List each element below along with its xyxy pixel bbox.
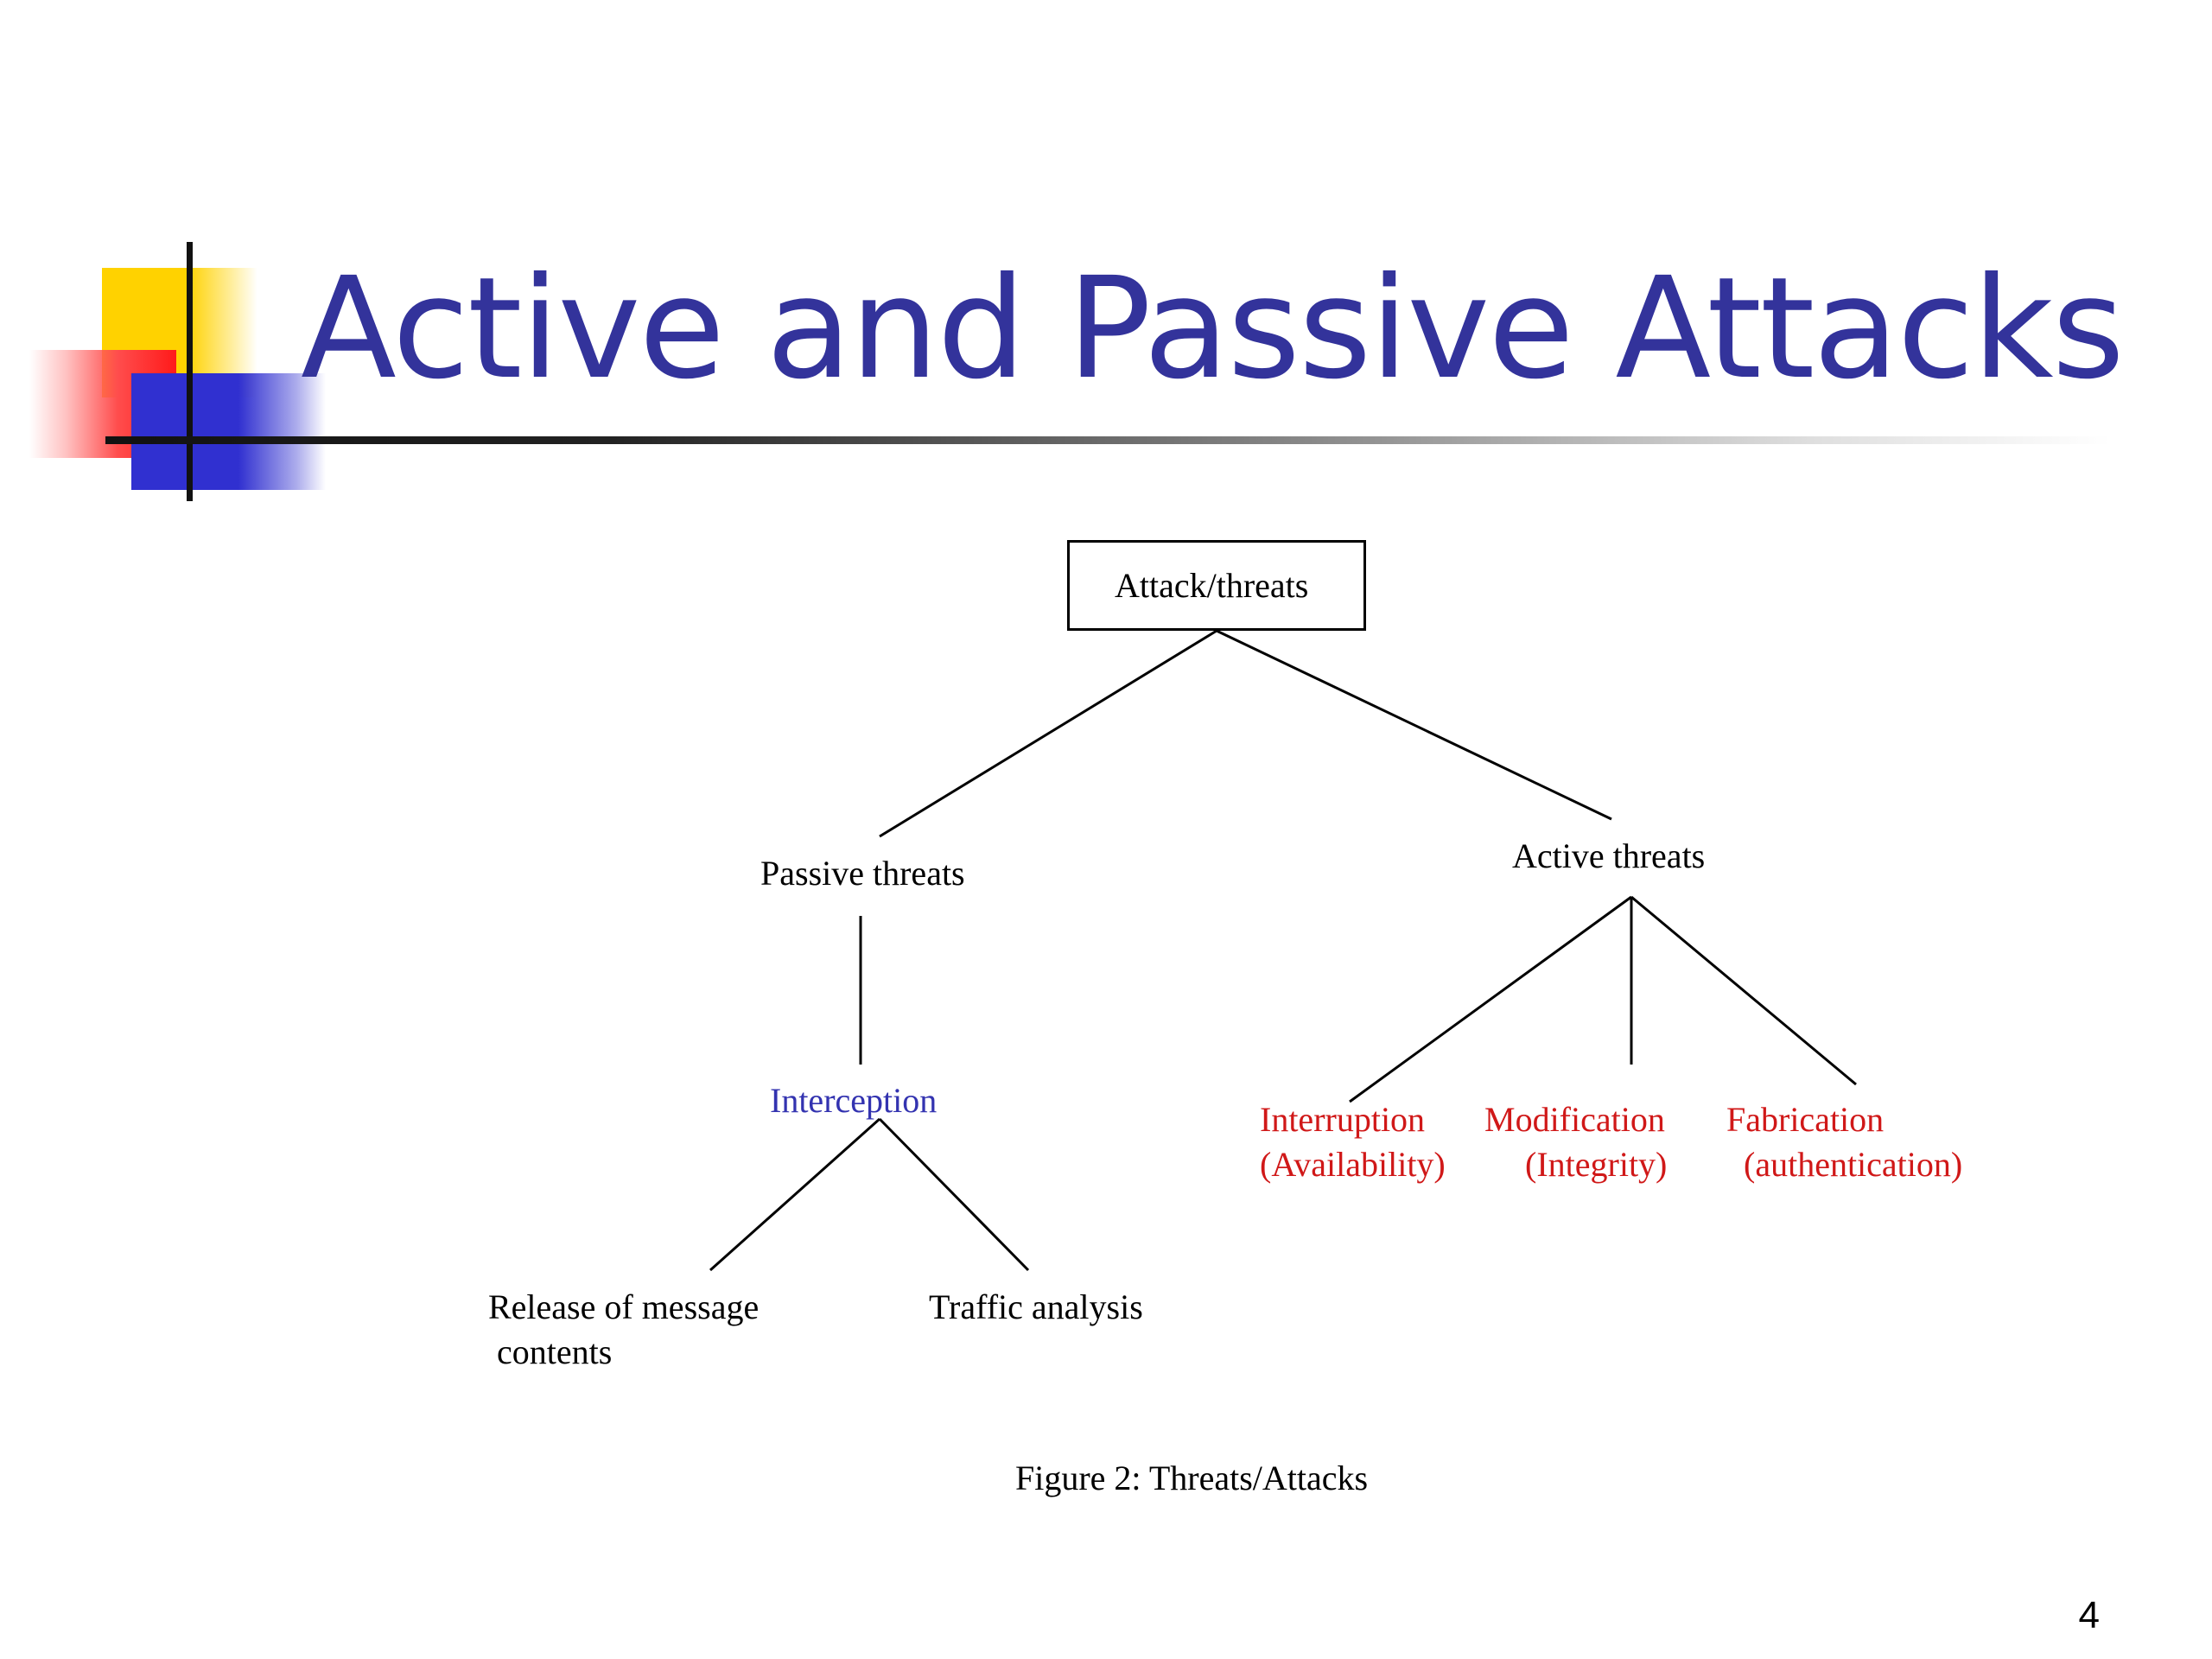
authentication-label: (authentication) (1744, 1145, 1963, 1184)
release-label-line1: Release of message (488, 1287, 760, 1326)
availability-label: (Availability) (1260, 1145, 1446, 1184)
edge-root-passive (879, 629, 1217, 838)
release-label-line2: contents (497, 1332, 613, 1371)
interception-label: Interception (770, 1081, 938, 1120)
fabrication-label: Fabrication (1726, 1100, 1885, 1139)
root-node-label: Attack/threats (1115, 566, 1309, 605)
edge-active-fabrication (1630, 895, 1857, 1086)
integrity-label: (Integrity) (1525, 1145, 1668, 1184)
passive-threats-label: Passive threats (760, 854, 965, 893)
page-number: 4 (2078, 1594, 2100, 1637)
decor-vertical-line (187, 242, 193, 501)
modification-label: Modification (1484, 1100, 1665, 1139)
root-node-box (1067, 540, 1366, 631)
title-underline-rule (105, 436, 2110, 444)
figure-caption: Figure 2: Threats/Attacks (1015, 1459, 1369, 1497)
traffic-analysis-label: Traffic analysis (929, 1287, 1143, 1326)
active-threats-label: Active threats (1512, 836, 1706, 875)
edge-root-active (1216, 629, 1612, 821)
decor-blue-square (131, 373, 326, 490)
interruption-label: Interruption (1260, 1100, 1426, 1139)
slide-title: Active and Passive Attacks (301, 248, 2125, 410)
edge-active-interruption (1349, 895, 1632, 1103)
edge-interception-release (709, 1117, 880, 1272)
edge-interception-traffic (878, 1117, 1030, 1272)
